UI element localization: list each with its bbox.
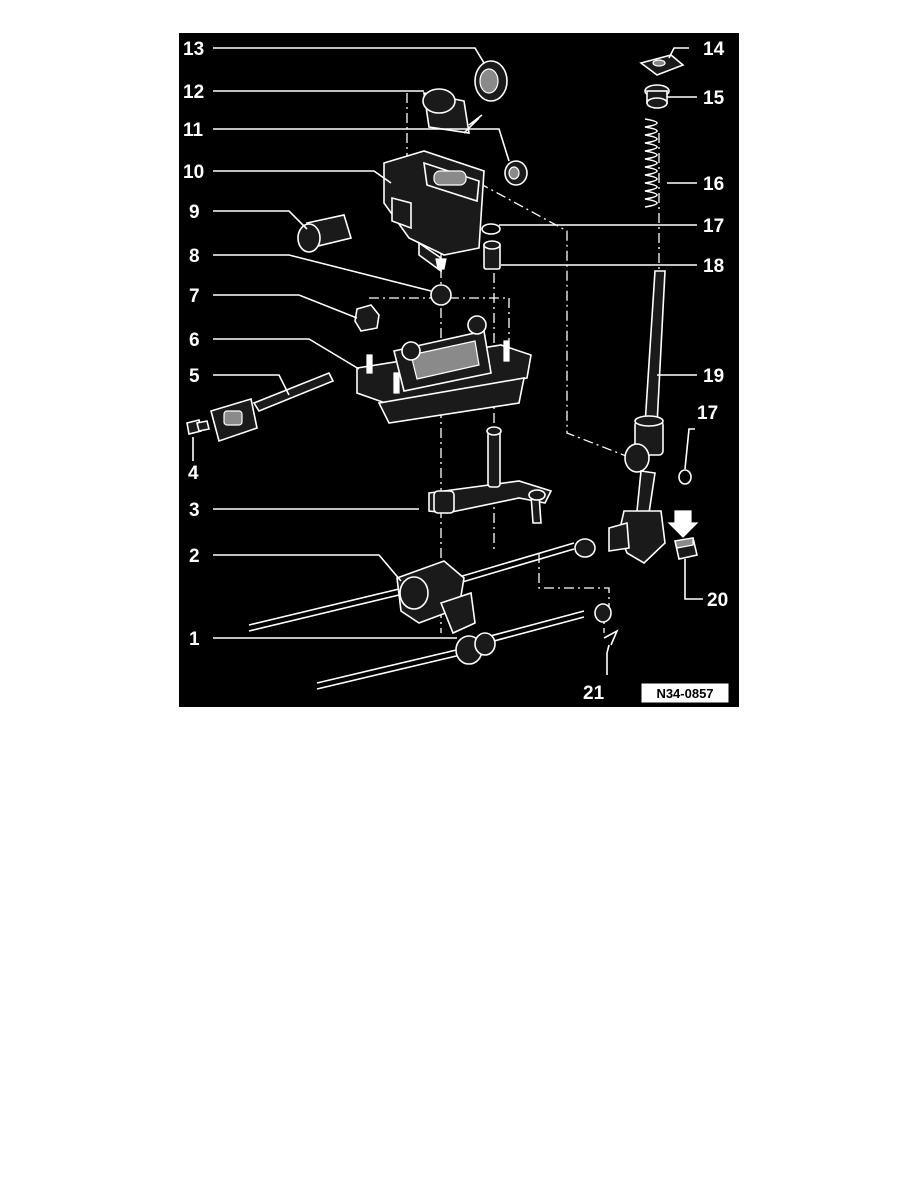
part-2-cable: [248, 538, 596, 635]
part-19-gear-lever: [608, 270, 666, 564]
figure-code-label: N34-0857: [640, 682, 730, 704]
figure-code: N34-0857: [656, 686, 713, 701]
callout-12: 12: [183, 82, 204, 103]
part-17-circlip-lower: [678, 469, 692, 485]
part-7-nut: [354, 304, 380, 332]
callout-16: 16: [703, 174, 724, 195]
callout-6: 6: [189, 330, 200, 351]
callout-21: 21: [583, 683, 605, 704]
callout-13: 13: [183, 39, 204, 60]
callout-19: 19: [703, 366, 724, 387]
callout-11: 11: [183, 120, 204, 141]
part-4-bolt: [186, 419, 210, 435]
callout-7: 7: [189, 286, 200, 307]
part-13-cap: [474, 60, 508, 102]
callout-20: 20: [707, 590, 728, 611]
part-5-shaft: [210, 371, 335, 443]
diagram-canvas: 13 12 11 10 9 8 7 6 5 4 3 2 1 14 15 16 1…: [183, 39, 730, 704]
callout-1: 1: [189, 629, 200, 650]
callout-17-lower: 17: [697, 403, 718, 424]
callout-5: 5: [189, 366, 200, 387]
part-15-bush: [644, 84, 670, 109]
part-11-nut: [504, 160, 528, 186]
part-20-insert: [667, 510, 699, 560]
part-10-bracket: [383, 150, 485, 273]
part-12-sleeve: [422, 88, 483, 134]
callout-3: 3: [189, 500, 200, 521]
part-16-spring: [644, 118, 658, 208]
part-9-bushing: [297, 214, 353, 253]
part-14-knob-cap: [639, 54, 685, 76]
callout-18: 18: [703, 256, 724, 277]
part-17-circlip-upper: [481, 223, 501, 235]
part-6-housing: [356, 315, 532, 424]
part-8-ball: [430, 258, 452, 306]
callout-14: 14: [703, 39, 725, 60]
part-21-clip: [603, 629, 619, 646]
exploded-view-diagram: 13 12 11 10 9 8 7 6 5 4 3 2 1 14 15 16 1…: [179, 33, 739, 707]
part-3-selector-lever: [428, 426, 553, 524]
callout-2: 2: [189, 546, 200, 567]
callout-leaders: [192, 47, 703, 675]
callout-15: 15: [703, 88, 725, 109]
callout-4: 4: [188, 463, 199, 484]
callout-8: 8: [189, 246, 200, 267]
part-1-cable: [316, 603, 612, 690]
callout-9: 9: [189, 202, 200, 223]
part-18-sleeve: [483, 240, 501, 270]
callout-10: 10: [183, 162, 204, 183]
callout-17-upper: 17: [703, 216, 724, 237]
